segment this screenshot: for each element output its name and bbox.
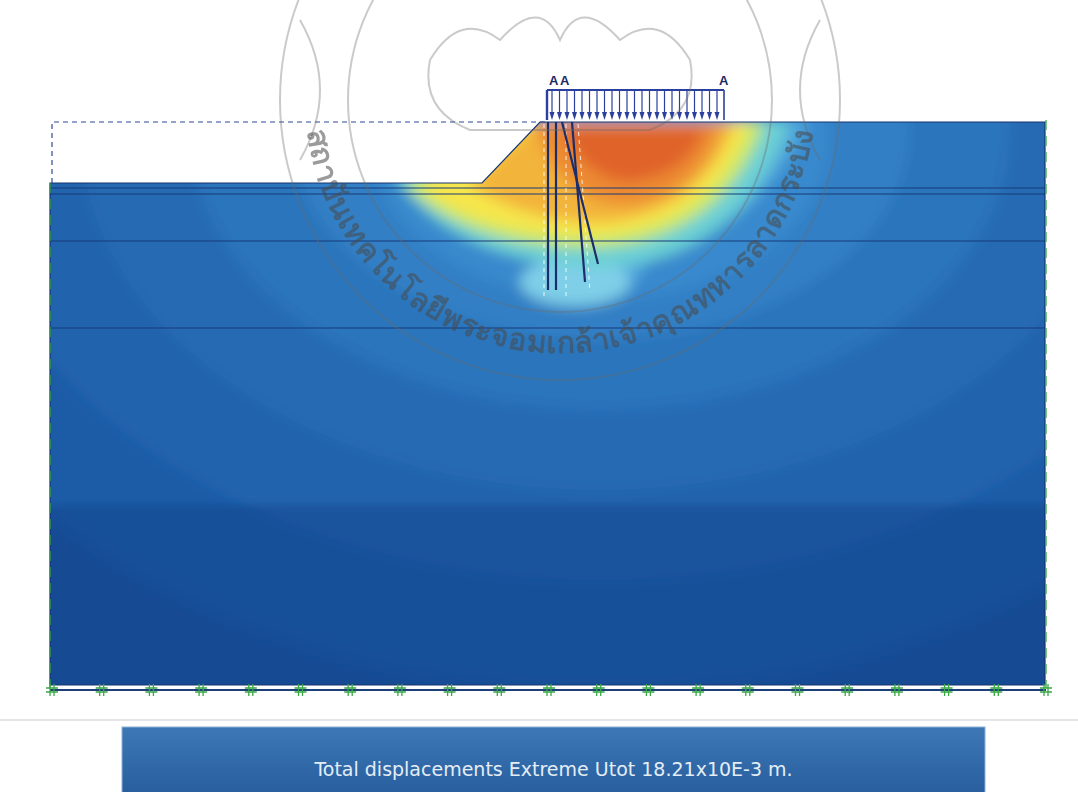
- boundary-fixity: [50, 120, 1046, 690]
- separator: [0, 720, 1078, 721]
- pile-group: [544, 122, 598, 300]
- section-label: A: [560, 74, 569, 87]
- contour-field: [0, 0, 1078, 700]
- distributed-load: [547, 90, 724, 120]
- model-outline: [50, 122, 1045, 685]
- section-label: A: [719, 74, 728, 87]
- watermark-text: สถาบันเทคโนโลยีพระจอมเกล้าเจ้าคุณทหารลาด…: [300, 126, 820, 360]
- caption: Total displacements Extreme Utot 18.21x1…: [122, 758, 985, 781]
- undeformed-outline: [52, 122, 545, 183]
- section-label: A: [549, 74, 558, 87]
- caption-band: [122, 727, 985, 792]
- fixity-marks: [46, 684, 1052, 696]
